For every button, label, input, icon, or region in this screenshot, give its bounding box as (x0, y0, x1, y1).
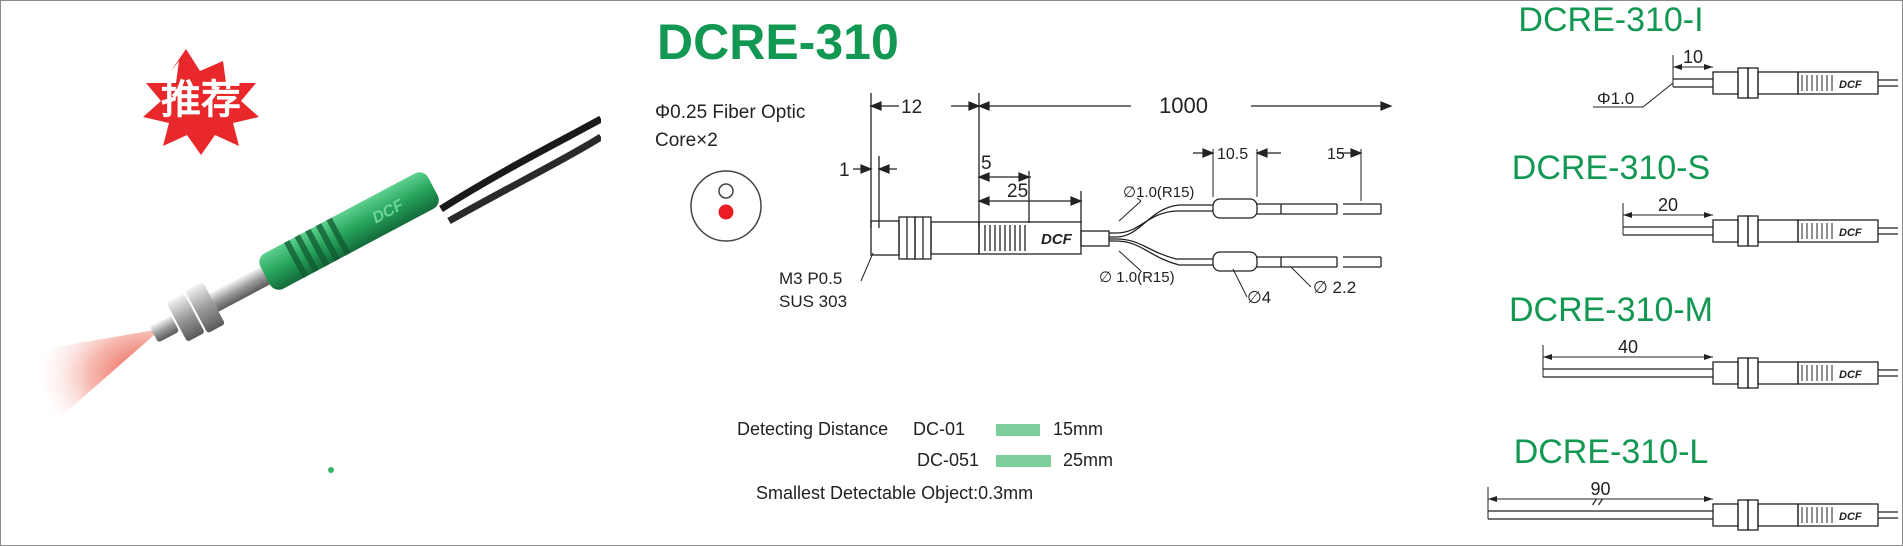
smallest-object: Smallest Detectable Object:0.3mm (756, 483, 1033, 503)
variant-nut (1747, 499, 1759, 531)
variant-3: DCRE-310-M DCF 40 (1509, 291, 1898, 389)
dot (328, 467, 334, 473)
spec-row-1-bar (996, 424, 1040, 436)
fiber-cross-section (690, 170, 762, 242)
break-mark-icon (1592, 498, 1603, 506)
variant-dim-arrow (1704, 64, 1713, 70)
spec-row-2-model: DC-051 (917, 450, 979, 470)
variant-dim-arrow (1704, 496, 1713, 502)
variant-nut (1737, 499, 1749, 531)
variant-brand: DCF (1839, 369, 1862, 381)
variant-dim-arrow (1488, 496, 1497, 502)
sensor-tip (150, 316, 179, 342)
variant-2: DCRE-310-S DCF 20 (1512, 149, 1898, 247)
variant-brand: DCF (1839, 227, 1862, 239)
emitter-core-icon (718, 183, 734, 199)
dim-25: 25 (1007, 181, 1028, 202)
badge-text: 推荐 (161, 78, 241, 122)
fiber-spec-line1: Φ0.25 Fiber Optic (655, 102, 805, 123)
variant-sleeve (1797, 503, 1879, 527)
label-dia-4: ∅4 (1247, 288, 1271, 307)
recommend-badge: 推荐 (143, 49, 259, 155)
variant-nut (1737, 357, 1749, 389)
variant-4: DCRE-310-L DCF 90 (1487, 433, 1898, 531)
model-title: DCRE-310 (657, 14, 899, 70)
variant-body-rear (1757, 503, 1799, 527)
dim-15: 15 (1327, 146, 1345, 163)
label-dia-2-2: ∅ 2.2 (1313, 278, 1356, 297)
spec-row-2-bar (996, 455, 1051, 467)
variant-body-rear (1757, 361, 1799, 385)
main-diagram: DCRE-310 Φ0.25 Fiber Optic Core×2 (655, 14, 1393, 503)
hex-nut-1 (167, 294, 204, 341)
variant-dim-label: 90 (1590, 479, 1610, 499)
variant-body (1712, 71, 1739, 95)
variant-body (1712, 219, 1739, 243)
variant-nut (1747, 215, 1759, 247)
variant-nut (1747, 67, 1759, 99)
variant-nut (1747, 357, 1759, 389)
dim-10-5: 10.5 (1217, 146, 1248, 163)
thread-spec-line1: M3 P0.5 (779, 269, 842, 288)
dim-1: 1 (839, 160, 850, 181)
variant-sleeve (1797, 219, 1879, 243)
thread-spec-line2: SUS 303 (779, 292, 847, 311)
variant-dim-arrow (1704, 354, 1713, 360)
variant-body (1712, 503, 1739, 527)
variant-dim-label: 10 (1683, 47, 1703, 67)
variant-nut (1737, 215, 1749, 247)
variant-title: DCRE-310-I (1518, 1, 1703, 39)
sleeve-brand: DCF (1041, 231, 1073, 248)
receiver-core-icon (718, 204, 734, 220)
spec-row-1-value: 15mm (1053, 419, 1103, 439)
variants-panel: DCRE-310-IDCF10Φ1.0DCRE-310-SDCF20DCRE-3… (1487, 1, 1898, 531)
variant-dim-label: 20 (1658, 195, 1678, 215)
variant-dim-arrow (1704, 212, 1713, 218)
light-beam (31, 329, 161, 421)
threaded-shaft (209, 265, 272, 312)
variant-brand: DCF (1839, 511, 1862, 523)
variant-leader (1642, 82, 1674, 108)
sensor-drawing (870, 93, 1382, 272)
fiber-cable-2 (447, 134, 601, 225)
fiber-spec-line2: Core×2 (655, 130, 718, 151)
variant-body-rear (1757, 71, 1799, 95)
green-sleeve (259, 172, 439, 290)
label-fiber-top: ∅1.0(R15) (1123, 184, 1194, 201)
dim-12: 12 (901, 97, 922, 118)
product-photo: DCF 推荐 (31, 49, 601, 473)
variant-title: DCRE-310-M (1509, 291, 1713, 329)
detecting-distance-label: Detecting Distance (737, 419, 888, 439)
dim-1000: 1000 (1159, 93, 1208, 118)
variant-dim-arrow (1623, 212, 1632, 218)
variant-dim-arrow (1543, 354, 1552, 360)
dim-5: 5 (981, 153, 992, 174)
variant-brand: DCF (1839, 79, 1862, 91)
spec-row-2-value: 25mm (1063, 450, 1113, 470)
variant-title: DCRE-310-S (1512, 149, 1710, 187)
variant-title: DCRE-310-L (1514, 433, 1709, 471)
badge-star (143, 49, 259, 155)
hex-nut-2 (186, 282, 225, 333)
variant-sleeve (1797, 361, 1879, 385)
variant-extra-label: Φ1.0 (1597, 89, 1634, 108)
variant-dim-arrow (1673, 64, 1682, 70)
variant-body (1712, 361, 1739, 385)
spec-row-1-model: DC-01 (913, 419, 965, 439)
dimension-annotations (853, 101, 1393, 298)
variant-dim-label: 40 (1618, 337, 1638, 357)
label-fiber-bottom: ∅ 1.0(R15) (1099, 269, 1175, 286)
fiber-cable-1 (439, 115, 601, 212)
variant-sleeve (1797, 71, 1879, 95)
variant-body-rear (1757, 219, 1799, 243)
variant-nut (1737, 67, 1749, 99)
